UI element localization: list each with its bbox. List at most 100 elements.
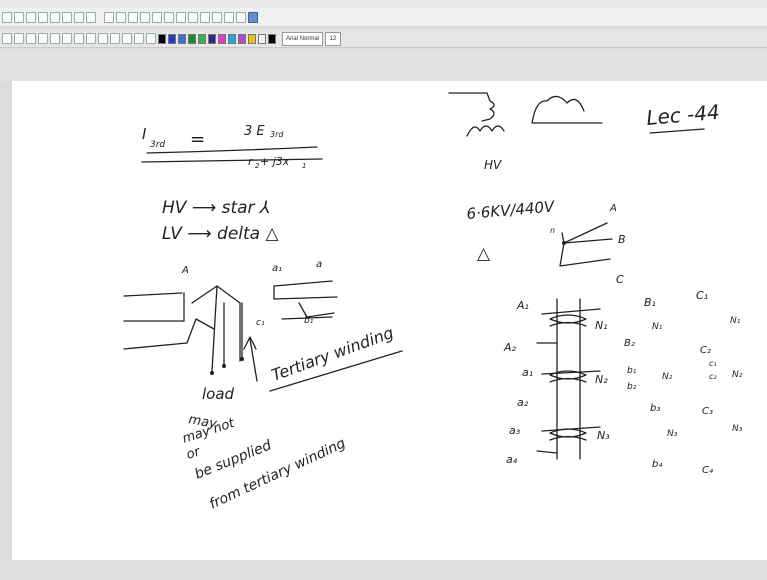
- color-swatch[interactable]: [198, 33, 206, 44]
- handwritten-label: A: [609, 203, 617, 214]
- prev-page-button[interactable]: [164, 11, 174, 23]
- handwritten-label: N₃: [732, 424, 743, 434]
- copy-button[interactable]: [50, 11, 60, 23]
- next-page-button[interactable]: [176, 11, 186, 23]
- handwritten-label: c₁: [709, 359, 717, 368]
- color-swatch[interactable]: [168, 33, 176, 44]
- handwritten-label: c₂: [709, 372, 717, 381]
- lv-coil: [531, 95, 603, 124]
- handwritten-label: HV ⟶ star ⅄: [162, 198, 270, 218]
- pen-tool-button[interactable]: [2, 33, 12, 44]
- hand-tool-button[interactable]: [110, 33, 120, 44]
- font-size-box[interactable]: 12: [325, 31, 342, 46]
- handwritten-label: 2: [255, 162, 260, 170]
- handwritten-label: 6·6KV/440V: [466, 197, 557, 223]
- handwritten-label: N₂: [732, 370, 743, 380]
- undo-button[interactable]: [74, 11, 84, 23]
- medium-tool-button[interactable]: [134, 33, 144, 44]
- core-limbs: [541, 308, 601, 432]
- handwritten-label: LV ⟶ delta △: [162, 224, 280, 244]
- shape-tool-button[interactable]: [74, 33, 84, 44]
- hv-line-a: [123, 292, 185, 322]
- color-swatch[interactable]: [158, 33, 166, 44]
- zoom-fit-button[interactable]: [212, 11, 222, 23]
- handwritten-label: a₁: [522, 366, 533, 379]
- handwritten-label: N₁: [652, 322, 663, 332]
- insert-space-button[interactable]: [152, 11, 162, 23]
- handwritten-label: N₁: [730, 316, 741, 326]
- zoom-out-button[interactable]: [200, 11, 210, 23]
- eraser-button[interactable]: [128, 11, 138, 23]
- handwritten-label: N₃: [667, 429, 678, 439]
- redo-button[interactable]: [86, 11, 96, 23]
- page-bottom-gap: [0, 560, 767, 580]
- select-button[interactable]: [140, 11, 150, 23]
- thin-tool-button[interactable]: [122, 33, 132, 44]
- ruler-tool-button[interactable]: [62, 33, 72, 44]
- image-tool-button[interactable]: [50, 33, 60, 44]
- highlighter-button[interactable]: [116, 11, 126, 23]
- handwritten-label: a₁: [272, 263, 282, 274]
- zoom-width-button[interactable]: [224, 11, 234, 23]
- handwritten-label: b₄: [652, 459, 662, 470]
- handwritten-label: a: [316, 259, 322, 270]
- handwritten-label: C₄: [702, 465, 713, 476]
- cut-button[interactable]: [38, 11, 48, 23]
- arrow-shaft: [249, 338, 258, 382]
- zoom-height-button[interactable]: [236, 11, 246, 23]
- paste-button[interactable]: [62, 11, 72, 23]
- new-button[interactable]: [2, 11, 12, 23]
- handwritten-label: A₂: [503, 341, 517, 354]
- save-button[interactable]: [26, 11, 36, 23]
- handwritten-label: △: [477, 244, 491, 264]
- lasso-tool-button[interactable]: [98, 33, 108, 44]
- color-swatch[interactable]: [268, 33, 276, 44]
- handwritten-label: C: [616, 273, 624, 286]
- hv-coil-bottom: [466, 125, 505, 137]
- handwritten-label: b₁: [304, 316, 314, 326]
- color-swatch[interactable]: [208, 33, 216, 44]
- zoom-in-button[interactable]: [188, 11, 198, 23]
- handwritten-label: B₁: [644, 296, 656, 309]
- page-gap: [0, 49, 767, 81]
- handwritten-label: A₁: [516, 299, 529, 312]
- handwritten-label: b₃: [650, 403, 660, 414]
- handwritten-label: load: [202, 385, 235, 403]
- color-swatch[interactable]: [248, 33, 256, 44]
- color-swatch[interactable]: [258, 33, 266, 44]
- text-tool-button[interactable]: [38, 33, 48, 44]
- ink-dots: [210, 241, 566, 375]
- thick-tool-button[interactable]: [146, 33, 156, 44]
- handwritten-label: HV: [484, 158, 502, 172]
- handwritten-label: a₂: [517, 396, 529, 409]
- highlighter-tool-button[interactable]: [14, 33, 24, 44]
- font-name-box[interactable]: Arial Normal: [282, 31, 324, 46]
- open-button[interactable]: [14, 11, 24, 23]
- handwritten-label: 3rd: [270, 130, 284, 139]
- handwritten-label: 3 E: [244, 124, 265, 139]
- underline-lec: [649, 128, 705, 134]
- select-tool-button[interactable]: [86, 33, 96, 44]
- handwritten-label: n: [550, 226, 555, 235]
- handwritten-label: may: [187, 412, 218, 432]
- handwritten-label: b₂: [627, 382, 637, 392]
- handwritten-label: r: [248, 155, 254, 168]
- color-swatch[interactable]: [218, 33, 226, 44]
- color-swatch[interactable]: [238, 33, 246, 44]
- handwritten-label: b₁: [627, 366, 637, 376]
- color-swatch[interactable]: [188, 33, 196, 44]
- color-swatch[interactable]: [178, 33, 186, 44]
- coil-n2: [549, 370, 587, 383]
- color-swatch[interactable]: [228, 33, 236, 44]
- star-connection: [559, 222, 613, 267]
- handwritten-label: I: [142, 125, 147, 143]
- handwritten-label: N₂: [595, 373, 608, 386]
- handwritten-label: a₄: [506, 453, 518, 466]
- eraser-tool-button[interactable]: [26, 33, 36, 44]
- pen-button[interactable]: [104, 11, 114, 23]
- fullscreen-button[interactable]: [248, 11, 258, 23]
- coil-n3: [549, 428, 587, 441]
